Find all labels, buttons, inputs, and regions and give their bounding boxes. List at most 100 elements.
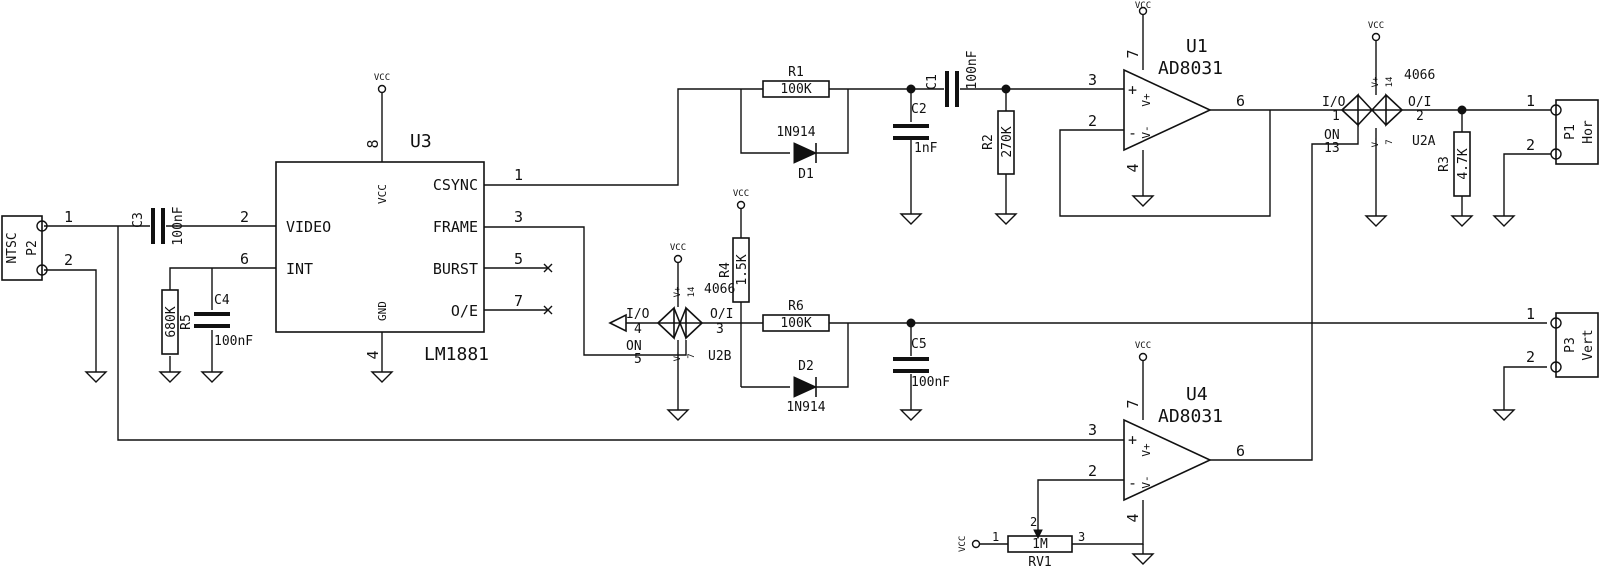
p3-pin-num: 1 <box>1526 305 1535 323</box>
c3-ref: C3 <box>131 212 146 228</box>
u2b-vm: V- <box>673 351 683 362</box>
rv1-pin-num: 2 <box>1030 515 1037 529</box>
p2-pin-num: 1 <box>64 208 73 226</box>
u3-pin-num: 5 <box>514 250 523 268</box>
r2-value: 270K <box>1000 126 1015 157</box>
u2a-vm: V- <box>1371 137 1381 148</box>
u2a-on: ON <box>1324 128 1340 143</box>
vcc-symbols: VCC VCC VCC VCC VCC VCC VCC <box>374 1 1384 552</box>
u2a-pin-num: 14 <box>1385 77 1395 88</box>
p2-connector: NTSC P2 1 2 <box>1 208 73 281</box>
u4-vm: V- <box>1140 475 1153 488</box>
p1-pin-num: 2 <box>1526 136 1535 154</box>
u1-pin-num: 2 <box>1088 112 1097 130</box>
u1-minus: - <box>1128 124 1137 142</box>
r5-ref: R5 <box>179 314 194 330</box>
vcc-label: VCC <box>733 189 749 199</box>
u2b-pin-num: 14 <box>687 287 697 298</box>
d1-diode: 1N914 D1 <box>776 125 818 182</box>
wires <box>44 14 1547 545</box>
p2-pin-num: 2 <box>64 251 73 269</box>
u3-pin-frame: FRAME <box>433 218 478 236</box>
r5-value: 680K <box>164 306 179 337</box>
u3-pin-csync: CSYNC <box>433 176 478 194</box>
u2a-switch: I/O O/I ON 1 2 13 V+ 14 V- 7 4066 U2A <box>1322 68 1436 156</box>
u4-ref: U4 <box>1186 384 1208 405</box>
u4-pin-num: 7 <box>1124 399 1142 408</box>
rv1-potentiometer: 1M RV1 1 2 3 <box>992 515 1110 570</box>
c5-ref: C5 <box>911 337 927 352</box>
u4-pin-num: 6 <box>1236 442 1245 460</box>
no-connect-markers <box>543 263 553 315</box>
r3-value: 4.7K <box>1456 148 1471 179</box>
u2b-io: I/O <box>626 307 650 322</box>
r2-resistor: 270K R2 <box>981 110 1015 175</box>
r5-resistor: 680K R5 <box>161 289 194 355</box>
rv1-pin-num: 1 <box>992 530 999 544</box>
u2b-on: ON <box>626 339 642 354</box>
u1-opamp: + - V+ V- U1 AD8031 3 2 6 7 4 <box>1088 36 1245 173</box>
u2a-io: I/O <box>1322 95 1346 110</box>
u3-pin-num: 4 <box>364 350 382 359</box>
u2b-ref: U2B <box>708 349 732 364</box>
u2a-value: 4066 <box>1404 68 1435 83</box>
c3-capacitor: C3 100nF <box>131 206 186 245</box>
u3-lm1881: VIDEO INT CSYNC FRAME BURST O/E VCC GND … <box>240 131 523 365</box>
p3-value: Vert <box>1581 329 1596 360</box>
p3-pin-num: 2 <box>1526 348 1535 366</box>
r4-value: 1.5K <box>735 254 750 285</box>
vcc-label: VCC <box>1135 341 1151 351</box>
r3-ref: R3 <box>1437 156 1452 172</box>
u3-pin-oe: O/E <box>451 302 478 320</box>
r6-resistor: 100K R6 <box>762 299 830 332</box>
u1-pin-num: 4 <box>1124 163 1142 172</box>
r6-value: 100K <box>780 316 811 331</box>
rv1-value: 1M <box>1032 537 1048 552</box>
c2-value: 1nF <box>914 141 938 156</box>
u2a-pin-num: 1 <box>1332 109 1340 124</box>
u2a-ref: U2A <box>1412 134 1436 149</box>
u1-pin-num: 7 <box>1124 49 1142 58</box>
u2b-oi: O/I <box>710 307 733 322</box>
u4-minus: - <box>1128 474 1137 492</box>
u2b-pin-num: 5 <box>634 352 642 367</box>
c1-capacitor: C1 100nF <box>925 50 980 107</box>
p1-pin-num: 1 <box>1526 92 1535 110</box>
c2-ref: C2 <box>911 102 927 117</box>
vcc-label: VCC <box>958 536 968 552</box>
p3-ref: P3 <box>1563 337 1578 353</box>
p1-value: Hor <box>1581 120 1596 144</box>
u3-pin-num: 6 <box>240 250 249 268</box>
u2b-pin-num: 7 <box>687 353 697 358</box>
u2b-vp: V+ <box>673 286 683 297</box>
d2-diode: D2 1N914 <box>786 359 825 415</box>
u4-pin-num: 2 <box>1088 462 1097 480</box>
d1-value: 1N914 <box>776 125 815 140</box>
u3-pin-num: 3 <box>514 208 523 226</box>
r2-ref: R2 <box>981 134 996 150</box>
u1-vp: V+ <box>1140 93 1153 107</box>
vcc-label: VCC <box>1368 21 1384 31</box>
u1-vm: V- <box>1140 125 1153 138</box>
p2-value: NTSC <box>5 232 20 263</box>
u2b-switch: I/O O/I ON 4 3 5 V+ 14 V- 7 4066 U2B <box>608 282 735 367</box>
r1-resistor: 100K R1 <box>762 65 830 98</box>
u2a-pin-num: 7 <box>1385 139 1395 144</box>
u3-pin-gnd: GND <box>376 301 389 321</box>
u3-pin-video: VIDEO <box>286 218 331 236</box>
u4-value: AD8031 <box>1158 406 1223 427</box>
c2-capacitor: C2 1nF <box>893 102 938 156</box>
u3-value: LM1881 <box>424 344 489 365</box>
rv1-ref: RV1 <box>1028 555 1051 570</box>
u1-plus: + <box>1128 81 1137 99</box>
vcc-label: VCC <box>374 73 390 83</box>
c5-capacitor: C5 100nF <box>893 337 950 390</box>
p1-ref: P1 <box>1563 124 1578 140</box>
r3-resistor: 4.7K R3 <box>1437 131 1471 197</box>
c4-capacitor: C4 100nF <box>194 293 253 349</box>
p1-connector: P1 Hor 1 2 <box>1526 92 1599 165</box>
c4-ref: C4 <box>214 293 230 308</box>
ground-symbols <box>84 195 1516 565</box>
u2a-oi: O/I <box>1408 95 1431 110</box>
